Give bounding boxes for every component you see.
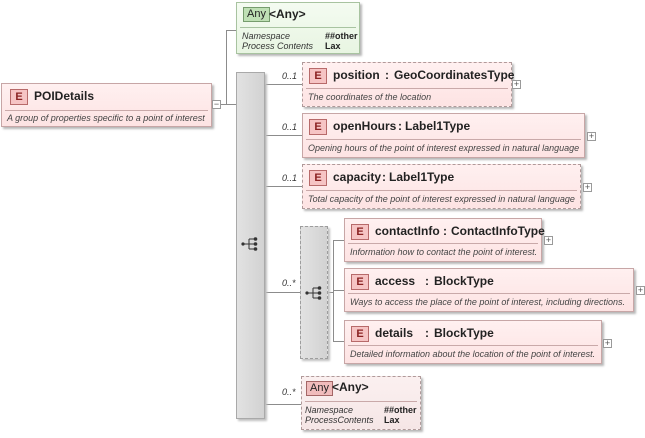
element-description: The coordinates of the location — [308, 92, 432, 102]
element-name: openHours — [333, 119, 397, 133]
process-contents-value: Lax — [384, 415, 400, 425]
element-badge: E — [309, 170, 327, 186]
sequence-icon — [305, 286, 322, 300]
inner-sequence-compositor[interactable] — [300, 226, 328, 359]
connector — [265, 135, 302, 136]
element-badge: E — [309, 68, 327, 84]
connector — [265, 186, 302, 187]
divider — [5, 110, 208, 111]
cardinality-label: 0..* — [282, 278, 296, 288]
namespace-label: Namespace — [305, 405, 354, 415]
divider — [348, 293, 630, 294]
element-name: contactInfo — [375, 224, 440, 238]
connector — [226, 30, 227, 104]
element-badge: E — [351, 224, 369, 240]
divider — [305, 401, 417, 402]
any-badge: Any — [306, 381, 333, 396]
any-bottom-title: <Any> — [332, 380, 369, 394]
connector — [265, 84, 302, 85]
divider — [306, 139, 581, 140]
connector — [212, 104, 236, 105]
connector — [333, 240, 344, 241]
namespace-label: Namespace — [242, 31, 291, 41]
element-type: BlockType — [434, 326, 494, 340]
sequence-icon — [241, 237, 258, 251]
expand-icon[interactable]: + — [587, 131, 596, 141]
element-type: ContactInfoType — [451, 224, 545, 238]
divider — [306, 88, 508, 89]
namespace-value: ##other — [384, 405, 417, 415]
connector — [265, 84, 266, 404]
connector — [226, 104, 236, 105]
expand-icon[interactable]: + — [583, 182, 592, 192]
element-contactinfo-box[interactable]: E contactInfo : ContactInfoType Informat… — [344, 218, 545, 262]
element-capacity-box[interactable]: E capacity : Label1Type Total capacity o… — [302, 164, 581, 209]
type-separator: : — [398, 119, 402, 133]
connector — [226, 30, 236, 31]
element-name: capacity — [333, 170, 382, 184]
root-element-description: A group of properties specific to a poin… — [7, 113, 205, 123]
namespace-value: ##other — [325, 31, 358, 41]
element-badge: E — [10, 89, 28, 105]
root-element-name: POIDetails — [34, 89, 95, 103]
any-top-title: <Any> — [269, 7, 306, 21]
element-description: Detailed information about the location … — [350, 349, 596, 359]
element-badge: E — [351, 326, 369, 342]
type-separator: : — [425, 326, 429, 340]
element-badge: E — [351, 274, 369, 290]
element-description: Opening hours of the point of interest e… — [308, 143, 580, 153]
element-name: access — [375, 274, 416, 288]
element-access-box[interactable]: E access : BlockType Ways to access the … — [344, 268, 634, 312]
element-openhours-box[interactable]: E openHours : Label1Type Opening hours o… — [302, 113, 585, 158]
element-name: position — [333, 68, 380, 82]
cardinality-label: 0..* — [282, 387, 296, 397]
divider — [306, 190, 577, 191]
connector — [333, 290, 344, 291]
divider — [348, 243, 538, 244]
connector — [333, 341, 344, 342]
element-type: Label1Type — [405, 119, 471, 133]
element-position-box[interactable]: E position : GeoCoordinatesType The coor… — [302, 62, 515, 107]
expand-icon[interactable]: + — [512, 79, 521, 89]
divider — [348, 345, 598, 346]
process-contents-value: Lax — [325, 41, 341, 51]
root-element-box[interactable]: E POIDetails A group of properties speci… — [1, 83, 212, 127]
connector — [265, 404, 301, 405]
element-type: GeoCoordinatesType — [394, 68, 515, 82]
type-separator: : — [385, 68, 389, 82]
element-details-box[interactable]: E details : BlockType Detailed informati… — [344, 320, 602, 364]
collapse-icon[interactable]: − — [212, 99, 221, 109]
any-badge: Any — [243, 7, 270, 22]
process-contents-label: ProcessContents — [305, 415, 374, 425]
element-badge: E — [309, 119, 327, 135]
element-name: details — [375, 326, 414, 340]
element-type: BlockType — [434, 274, 494, 288]
expand-icon[interactable]: + — [603, 338, 612, 348]
type-separator: : — [425, 274, 429, 288]
expand-icon[interactable]: + — [636, 285, 645, 295]
cardinality-label: 0..1 — [282, 122, 298, 132]
main-sequence-compositor[interactable] — [236, 72, 265, 419]
divider — [240, 27, 356, 28]
connector — [265, 292, 301, 293]
process-contents-label: Process Contents — [242, 41, 314, 51]
element-description: Ways to access the place of the point of… — [350, 297, 625, 307]
cardinality-label: 0..1 — [282, 173, 298, 183]
element-description: Information how to contact the point of … — [350, 247, 538, 257]
type-separator: : — [443, 224, 447, 238]
expand-icon[interactable]: + — [544, 235, 553, 245]
any-bottom-box[interactable]: Any <Any> Namespace ##other ProcessConte… — [301, 376, 421, 430]
element-description: Total capacity of the point of interest … — [308, 194, 575, 204]
type-separator: : — [382, 170, 386, 184]
any-top-box[interactable]: Any <Any> Namespace ##other Process Cont… — [236, 2, 360, 54]
element-type: Label1Type — [389, 170, 455, 184]
cardinality-label: 0..1 — [282, 71, 298, 81]
